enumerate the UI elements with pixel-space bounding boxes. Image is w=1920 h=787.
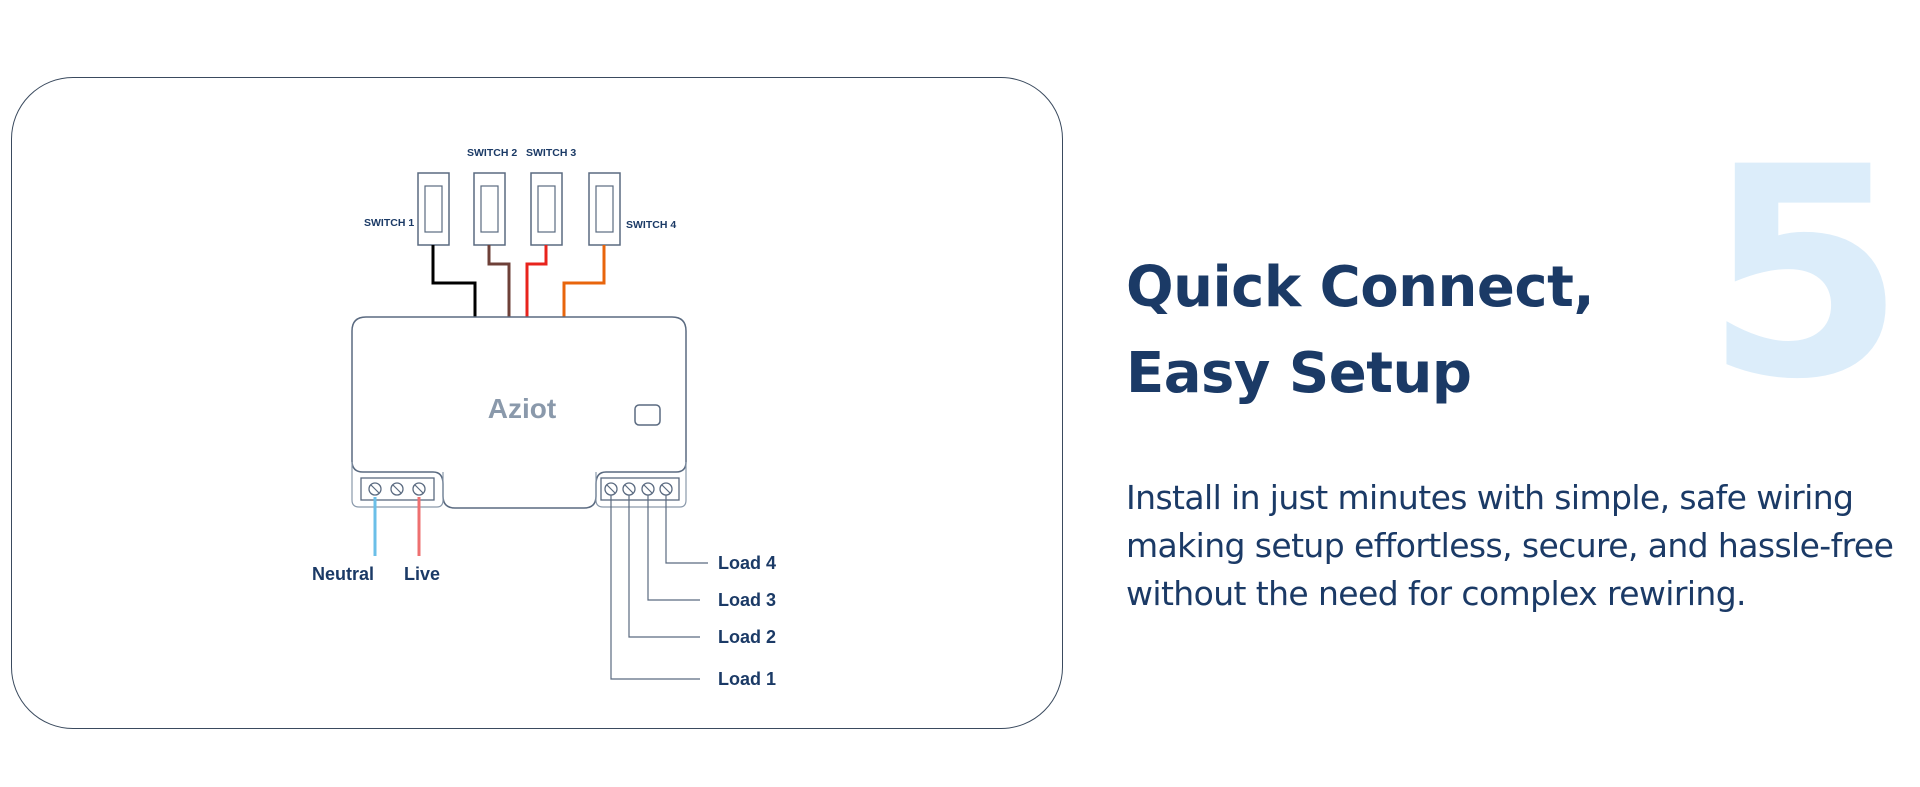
left-terminal-block — [351, 462, 444, 508]
load-2-line — [628, 495, 700, 638]
module-button — [634, 404, 661, 426]
feature-title-line-1: Quick Connect, — [1126, 255, 1595, 320]
switch-3-wire — [525, 245, 548, 318]
switch-2 — [473, 172, 506, 246]
load-4-label: Load 4 — [718, 553, 776, 573]
switch-4 — [588, 172, 621, 246]
switch-2-label: SWITCH 2 — [467, 147, 517, 159]
switch-4-label: SWITCH 4 — [626, 219, 676, 231]
feature-title-line-2: Easy Setup — [1126, 341, 1472, 406]
switch-2-wire — [487, 245, 511, 318]
switch-1-label: SWITCH 1 — [364, 217, 414, 229]
switch-4-wire — [562, 245, 606, 318]
switch-3 — [530, 172, 563, 246]
load-4-line — [665, 495, 708, 564]
load-3-line — [647, 495, 700, 601]
live-label: Live — [404, 564, 440, 584]
diagram-card — [11, 77, 1063, 729]
feature-number: 5 — [1704, 106, 1906, 443]
switch-1 — [417, 172, 450, 246]
aziot-logo: Aziot — [488, 393, 556, 424]
neutral-label: Neutral — [312, 564, 374, 584]
feature-title: Quick Connect, Easy Setup — [1126, 245, 1595, 417]
wiring-diagram: SWITCH 1 SWITCH 2 SWITCH 3 SWITCH 4 Azio… — [312, 147, 776, 689]
switch-1-wire — [431, 245, 477, 318]
load-2-label: Load 2 — [718, 627, 776, 647]
right-terminal-block — [595, 462, 687, 508]
feature-description: Install in just minutes with simple, saf… — [1126, 478, 1894, 613]
load-1-line — [610, 495, 700, 680]
load-3-label: Load 3 — [718, 590, 776, 610]
switch-3-label: SWITCH 3 — [526, 147, 576, 159]
load-1-label: Load 1 — [718, 669, 776, 689]
